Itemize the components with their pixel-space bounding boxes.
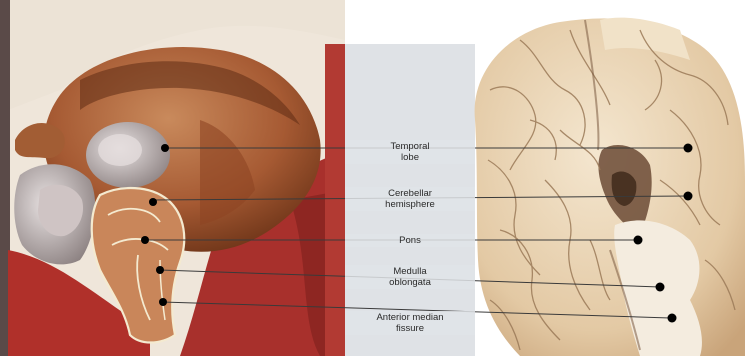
marker-anterior-median-fissure-right bbox=[668, 314, 677, 323]
label-temporal-lobe: Temporal lobe bbox=[345, 140, 475, 164]
label-medulla-oblongata: Medulla oblongata bbox=[345, 265, 475, 289]
marker-pons-right bbox=[634, 236, 643, 245]
label-anterior-median-fissure-line-2: fissure bbox=[345, 323, 475, 334]
marker-pons-left bbox=[141, 236, 149, 244]
label-cerebellar-hemisphere: Cerebellar hemisphere bbox=[345, 187, 475, 211]
label-temporal-lobe-line-1: Temporal bbox=[345, 141, 475, 152]
brain-photo bbox=[475, 18, 745, 356]
label-temporal-lobe-line-2: lobe bbox=[345, 152, 475, 163]
label-medulla-oblongata-line-2: oblongata bbox=[345, 277, 475, 288]
marker-medulla-oblongata-left bbox=[156, 266, 164, 274]
marker-temporal-lobe-right bbox=[684, 144, 693, 153]
label-cerebellar-hemisphere-line-1: Cerebellar bbox=[345, 188, 475, 199]
label-medulla-oblongata-line-1: Medulla bbox=[345, 266, 475, 277]
label-cerebellar-hemisphere-line-2: hemisphere bbox=[345, 199, 475, 210]
label-pons-line-1: Pons bbox=[345, 235, 475, 246]
marker-cerebellar-hemisphere-left bbox=[149, 198, 157, 206]
marker-cerebellar-hemisphere-right bbox=[684, 192, 693, 201]
marker-temporal-lobe-left bbox=[161, 144, 169, 152]
label-pons: Pons bbox=[345, 234, 475, 247]
label-anterior-median-fissure-line-1: Anterior median bbox=[345, 312, 475, 323]
marker-medulla-oblongata-right bbox=[656, 283, 665, 292]
marker-anterior-median-fissure-left bbox=[159, 298, 167, 306]
label-anterior-median-fissure: Anterior median fissure bbox=[345, 311, 475, 335]
